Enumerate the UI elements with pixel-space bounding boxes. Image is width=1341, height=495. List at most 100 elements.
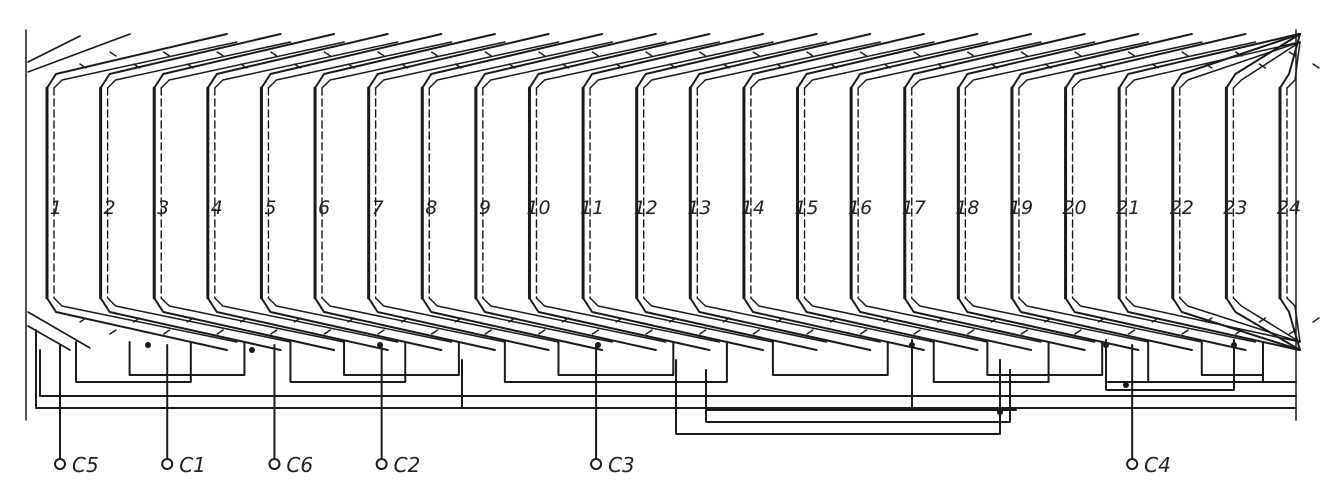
top-end-turn <box>1071 41 1257 89</box>
end-turn-tick <box>293 317 302 323</box>
end-turn-tick <box>1312 317 1320 323</box>
end-turn-tick <box>990 63 999 69</box>
phase-bus <box>35 329 1297 409</box>
bottom-end-turn <box>482 297 667 343</box>
bottom-end-turn <box>642 297 828 343</box>
top-end-turn <box>267 41 453 89</box>
bottom-end-turn <box>1018 297 1203 343</box>
end-turn-tick <box>668 63 677 69</box>
top-end-turn <box>696 41 881 89</box>
end-turn-tick <box>400 317 409 323</box>
bottom-end-turn <box>689 297 872 351</box>
slot-label: 24 <box>1277 197 1301 219</box>
end-turn-tick <box>270 51 278 57</box>
end-turn-tick <box>484 51 492 57</box>
bottom-end-turn <box>99 297 282 351</box>
coil-jumper <box>503 341 728 383</box>
bottom-end-turn <box>1179 297 1301 343</box>
top-end-turn <box>260 33 443 89</box>
top-end-turn <box>1125 41 1301 89</box>
bottom-end-turn <box>535 297 721 343</box>
bottom-end-turn <box>1010 297 1193 351</box>
end-turn-tick <box>132 317 141 323</box>
end-turn-tick <box>347 317 355 323</box>
top-end-turn <box>421 33 604 89</box>
top-end-turn <box>803 41 989 89</box>
end-turn-tick <box>829 63 838 69</box>
slot-label: 5 <box>264 197 276 219</box>
slot-label: 23 <box>1223 197 1247 219</box>
end-turn-tick <box>645 329 653 335</box>
end-turn-tick <box>1235 329 1243 335</box>
bottom-end-turn <box>857 297 1042 343</box>
top-end-turn <box>957 33 1140 89</box>
end-turn-tick <box>1258 317 1267 323</box>
end-turn-tick <box>913 329 921 335</box>
bottom-end-turn <box>106 297 292 343</box>
end-turn-tick <box>377 329 385 335</box>
bottom-end-turn <box>421 297 604 351</box>
end-turn-tick <box>400 63 409 69</box>
end-turn-tick <box>883 63 891 69</box>
bottom-end-turn <box>1071 297 1257 343</box>
bottom-end-turn <box>321 297 506 343</box>
top-end-turn <box>1171 33 1301 89</box>
end-turn-tick <box>806 51 814 57</box>
end-turn-tick <box>645 51 653 57</box>
end-turn-tick <box>186 63 194 69</box>
bottom-end-turn <box>314 297 496 351</box>
top-end-turn <box>1010 33 1193 89</box>
end-turn-tick <box>561 317 570 323</box>
end-turn-tick <box>323 329 332 335</box>
end-turn-tick <box>722 63 731 69</box>
coil-jumper <box>771 341 889 376</box>
slot-label: 13 <box>687 197 711 219</box>
bottom-end-turn <box>206 297 389 351</box>
top-end-turn <box>27 33 131 73</box>
end-turn-tick <box>967 51 975 57</box>
terminal-label: C6 <box>286 453 313 477</box>
top-end-turn <box>314 33 496 89</box>
top-end-turn <box>1018 41 1203 89</box>
bottom-end-turn <box>1064 297 1247 351</box>
end-turn-tick <box>937 317 945 323</box>
end-turn-tick <box>216 329 224 335</box>
bottom-end-turn <box>1279 297 1301 351</box>
end-turn-tick <box>859 51 868 57</box>
bottom-end-turn <box>267 297 453 343</box>
end-turn-tick <box>162 329 171 335</box>
bottom-end-turn <box>964 297 1150 343</box>
terminal-label: C1 <box>179 453 206 477</box>
end-turn-tick <box>1151 317 1159 323</box>
top-end-turn <box>635 33 818 89</box>
end-turn-tick <box>1151 63 1159 69</box>
junction-dot <box>1231 342 1237 348</box>
terminal-label: C2 <box>394 453 421 477</box>
slot-label: 12 <box>634 197 658 219</box>
end-turn-tick <box>109 51 117 57</box>
end-turn-tick <box>698 51 707 57</box>
bottom-end-turn <box>1125 297 1301 343</box>
phase-bus-loop <box>1105 339 1235 391</box>
top-end-turn <box>964 41 1150 89</box>
coil-jumper <box>75 341 192 383</box>
coil-sides <box>45 86 1288 300</box>
bottom-end-turn <box>742 297 925 351</box>
bottom-end-turn <box>750 297 935 343</box>
top-end-turn <box>857 41 1042 89</box>
end-turn-tick <box>1127 51 1136 57</box>
end-turn-tick <box>722 317 731 323</box>
slot-label: 10 <box>526 197 550 219</box>
end-turn-tick <box>752 329 761 335</box>
end-turn-tick <box>990 317 999 323</box>
end-turn-tick <box>776 317 784 323</box>
bottom-end-turns <box>27 297 1320 351</box>
top-end-turns <box>27 33 1320 89</box>
top-end-turn <box>46 33 228 89</box>
junction-dot <box>1103 342 1109 348</box>
top-end-turn <box>214 41 399 89</box>
top-end-turn <box>903 33 1086 89</box>
bottom-end-turn <box>153 297 336 351</box>
junction-dot <box>909 342 915 348</box>
slot-label: 18 <box>955 197 979 219</box>
